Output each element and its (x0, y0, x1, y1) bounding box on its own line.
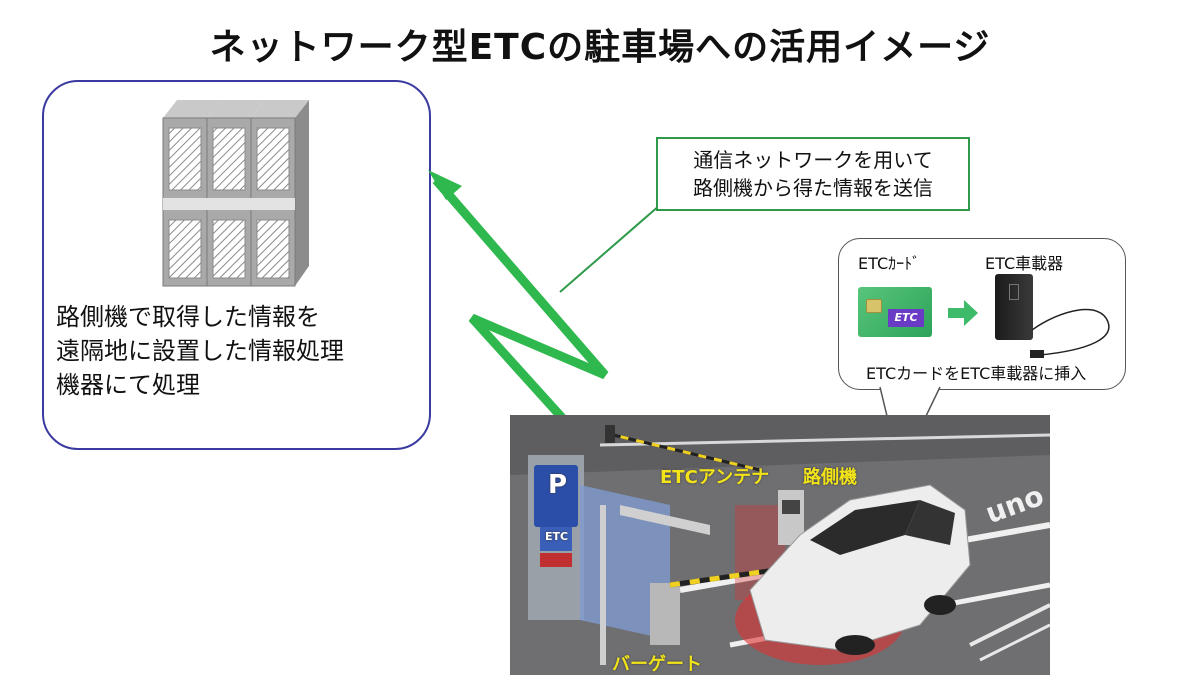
card-logo: ETC (888, 309, 924, 327)
network-callout: 通信ネットワークを用いて 路側機から得た情報を送信 (656, 137, 970, 211)
server-description: 路側機で取得した情報を 遠隔地に設置した情報処理 機器にて処理 (56, 300, 416, 402)
unit-cable (1030, 308, 1110, 358)
server-description-line: 機器にて処理 (56, 371, 200, 399)
etc-onboard-unit-icon (995, 274, 1033, 340)
unit-slot (1009, 284, 1019, 300)
insert-arrow-icon (948, 300, 978, 326)
roadside-unit-label: 路側機 (803, 467, 857, 488)
server-rack-icon (162, 100, 309, 287)
network-callout-line: 通信ネットワークを用いて (693, 148, 933, 172)
page-title: ネットワーク型ETCの駐車場への活用イメージ (209, 27, 991, 68)
etc-card-label: ETCｶｰﾄﾞ (858, 254, 921, 273)
network-callout-line: 路側機から得た情報を送信 (693, 176, 933, 200)
parking-sign-letter: P (548, 470, 568, 500)
etc-antenna-label: ETCアンテナ (660, 467, 770, 488)
server-description-line: 路側機で取得した情報を (56, 303, 320, 331)
server-description-line: 遠隔地に設置した情報処理 (56, 337, 344, 365)
insert-caption: ETCカードをETC車載器に挿入 (866, 364, 1087, 383)
bar-gate-label: バーゲート (612, 654, 702, 675)
etc-card-icon: ETC (858, 287, 932, 337)
parking-scene (510, 415, 1050, 675)
parking-sign-sub: ETC (545, 530, 569, 543)
etc-unit-label: ETC車載器 (985, 254, 1064, 273)
card-chip (866, 299, 882, 313)
